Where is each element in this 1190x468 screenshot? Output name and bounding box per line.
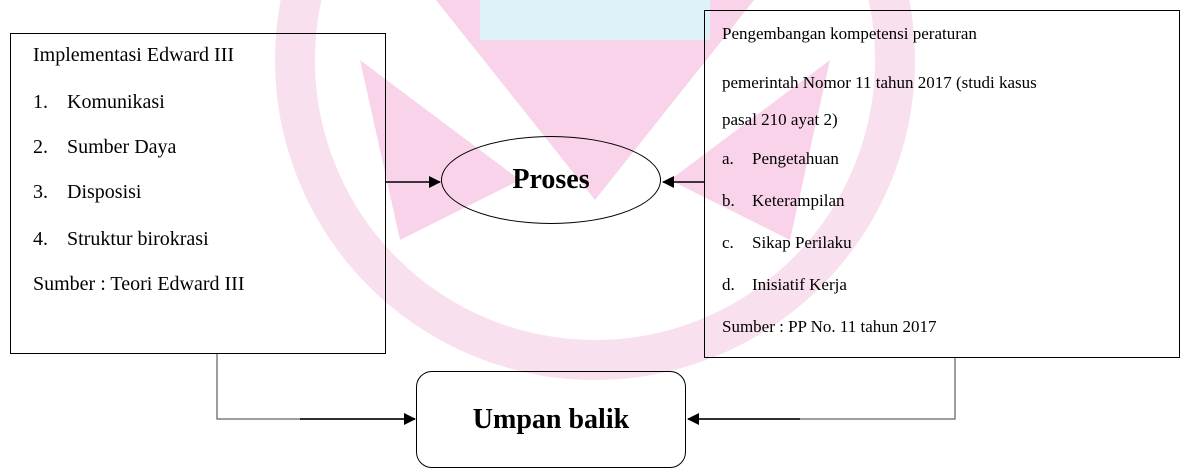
arrow-left-to-umpan-balik (216, 354, 415, 420)
process-node: Proses (441, 136, 661, 224)
implementation-item: 1.Komunikasi (33, 91, 165, 113)
competency-item: a.Pengetahuan (722, 149, 839, 168)
competency-box (704, 10, 1180, 358)
competency-item: b.Keterampilan (722, 191, 845, 210)
implementation-source: Sumber : Teori Edward III (33, 273, 245, 295)
arrow-right-to-umpan-balik (688, 358, 956, 420)
competency-title-line: pasal 210 ayat 2) (722, 110, 838, 129)
implementation-item: 2.Sumber Daya (33, 136, 177, 158)
process-label: Proses (512, 164, 590, 195)
implementation-item: 4.Struktur birokrasi (33, 228, 209, 250)
competency-title-line: pemerintah Nomor 11 tahun 2017 (studi ka… (722, 73, 1037, 92)
implementation-title: Implementasi Edward III (33, 44, 235, 66)
competency-item: c.Sikap Perilaku (722, 233, 852, 252)
feedback-node: Umpan balik (416, 371, 686, 468)
implementation-item: 3.Disposisi (33, 181, 142, 203)
competency-item: d.Inisiatif Kerja (722, 275, 847, 294)
implementation-box (10, 33, 386, 354)
competency-title-line: Pengembangan kompetensi peraturan (722, 24, 977, 43)
competency-source: Sumber : PP No. 11 tahun 2017 (722, 317, 937, 336)
feedback-label: Umpan balik (472, 403, 630, 435)
